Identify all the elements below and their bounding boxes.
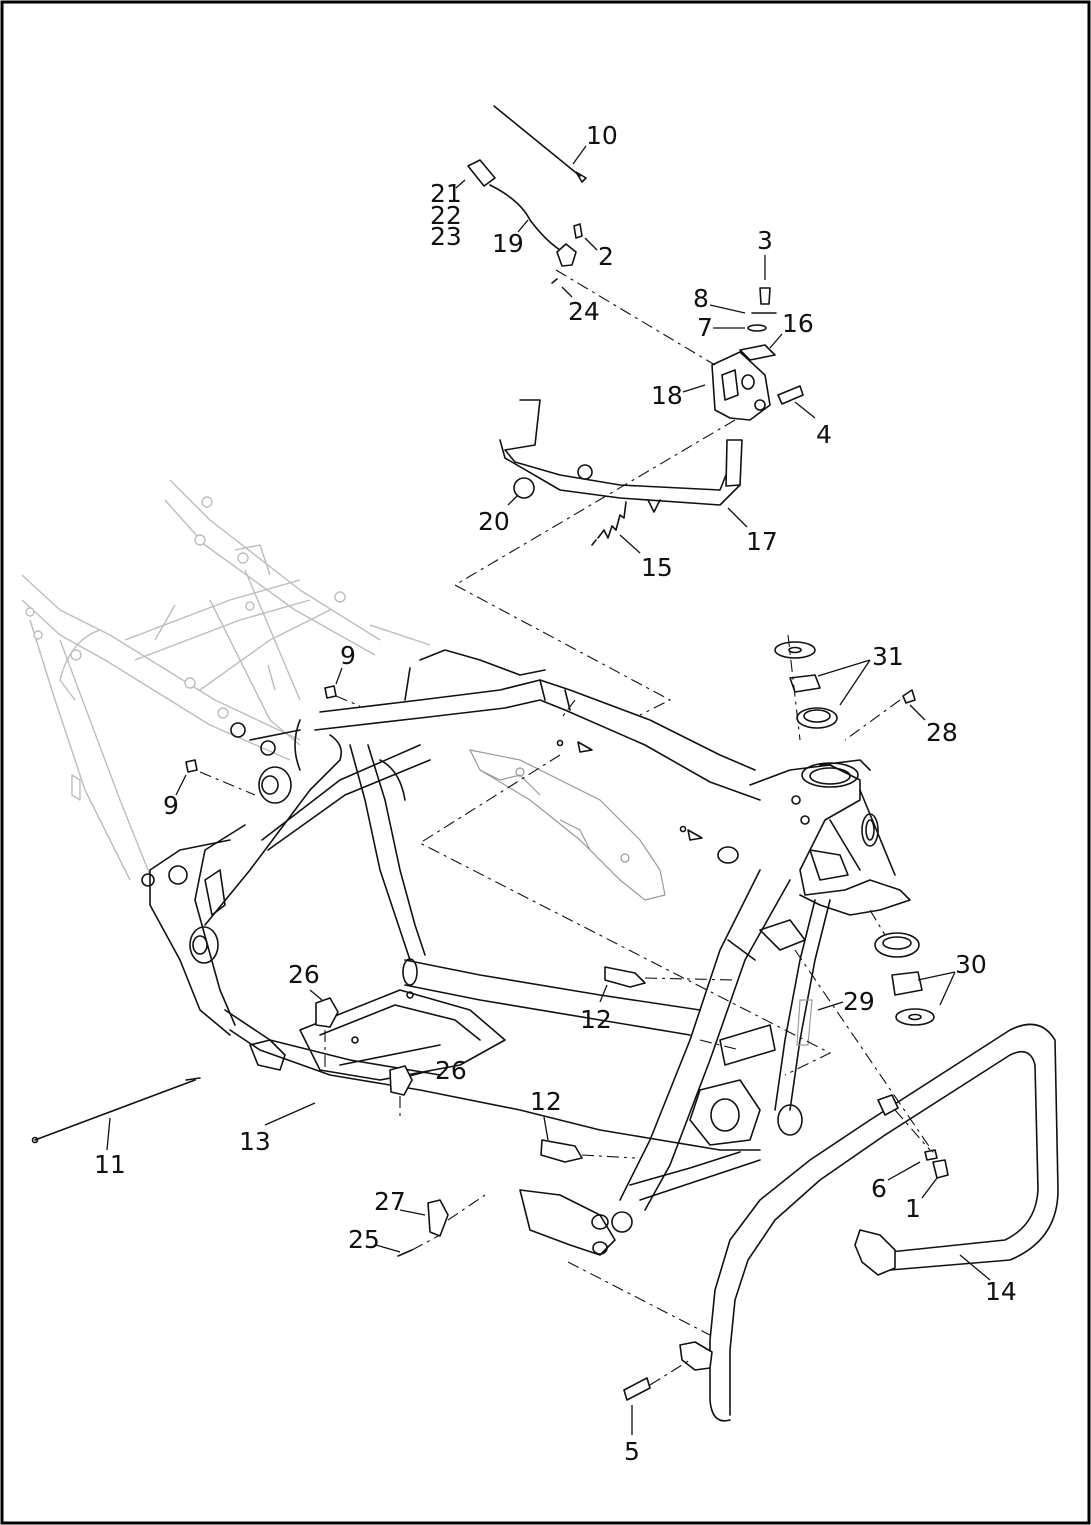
callout-18: 18 [651,381,683,410]
callout-5: 5 [624,1437,640,1466]
steering-bearings [774,641,935,1046]
spring-part [597,501,627,539]
sensor-connector-part [467,159,496,187]
callout-30: 30 [955,950,987,979]
callout-1: 1 [905,1194,921,1223]
callout-19: 19 [492,229,524,258]
callout-16: 16 [782,309,814,338]
callout-23: 23 [430,222,462,251]
callout-12-lower: 12 [530,1087,562,1116]
callout-31: 31 [872,642,904,671]
callout-8: 8 [693,284,709,313]
callout-11: 11 [94,1150,126,1179]
assembly-lines [199,269,936,1386]
callout-9-upper: 9 [340,641,356,670]
callout-26-lower: 26 [435,1056,467,1085]
callout-26-upper: 26 [288,960,320,989]
callout-21: 21 [430,179,462,208]
small-hardware [31,685,949,1401]
callout-27: 27 [374,1187,406,1216]
callout-10: 10 [586,121,618,150]
callout-2: 2 [598,242,614,271]
bolt-part [759,287,771,305]
callout-17: 17 [746,527,778,556]
callout-13: 13 [239,1127,271,1156]
callout-3: 3 [757,226,773,255]
callout-9-lower: 9 [163,791,179,820]
main-frame [141,649,911,1256]
callout-24: 24 [568,297,600,326]
callout-4: 4 [816,420,832,449]
stand-foot-part [513,477,535,499]
callout-labels: 10 21 22 23 19 2 3 24 8 7 16 18 4 20 17 … [94,121,1017,1466]
callout-6: 6 [871,1174,887,1203]
callout-leaders [106,145,991,1435]
callout-25: 25 [348,1225,380,1254]
rear-frame-ghost [21,479,431,881]
engine-guard-bar [679,1023,1059,1422]
cable-strap-part [493,105,581,177]
callout-14: 14 [985,1277,1017,1306]
jiffy-stand-assembly [467,105,804,546]
callout-22: 22 [430,201,462,230]
callout-12-upper: 12 [580,1005,612,1034]
callout-20: 20 [478,507,510,536]
callout-15: 15 [641,553,673,582]
callout-7: 7 [697,313,713,342]
callout-28: 28 [926,718,958,747]
callout-29: 29 [843,987,875,1016]
